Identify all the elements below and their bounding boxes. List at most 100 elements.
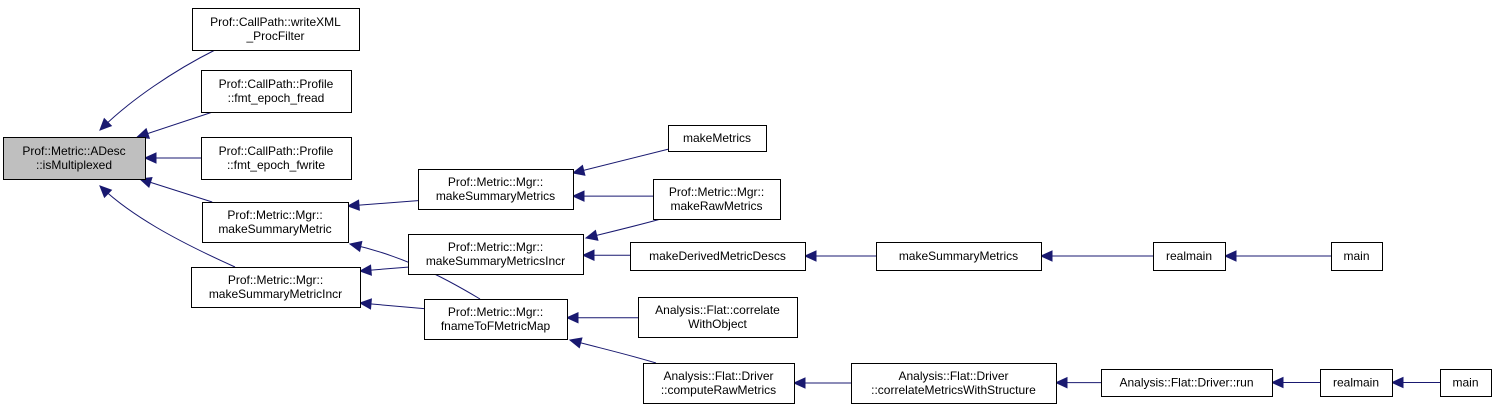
node-fnameMap[interactable]: Prof::Metric::Mgr::fnameToFMetricMap xyxy=(424,299,568,340)
node-label: makeDerivedMetricDescs xyxy=(649,249,786,263)
edge-fread-to-root xyxy=(136,111,213,139)
arrowhead-icon xyxy=(99,185,113,199)
node-box[interactable] xyxy=(630,242,806,271)
node-box[interactable] xyxy=(1331,242,1383,271)
edge-line xyxy=(569,339,657,364)
node-box[interactable] xyxy=(851,363,1057,404)
node-box[interactable] xyxy=(201,137,352,180)
node-box[interactable] xyxy=(1101,369,1273,397)
edge-line xyxy=(139,178,213,203)
node-box[interactable] xyxy=(1440,369,1492,397)
node-computeRaw[interactable]: Analysis::Flat::Driver::computeRawMetric… xyxy=(643,363,795,404)
node-makeDerived[interactable]: makeDerivedMetricDescs xyxy=(630,242,806,271)
node-root[interactable]: Prof::Metric::ADesc::isMultiplexed xyxy=(3,137,146,180)
node-fread[interactable]: Prof::CallPath::Profile::fmt_epoch_fread xyxy=(201,70,352,113)
arrowhead-icon xyxy=(571,164,586,176)
edge-line xyxy=(137,111,213,138)
edge-line xyxy=(347,200,419,207)
edge-computeRaw-to-fnameMap xyxy=(568,337,657,364)
edge-corrObj-to-fnameMap xyxy=(565,311,638,324)
node-box[interactable] xyxy=(201,70,352,113)
edge-realmain2-to-driverRun xyxy=(1270,376,1320,389)
node-label: ::fmt_epoch_fwrite xyxy=(227,158,325,172)
edge-makeRaw-to-mSumMetricsIncr xyxy=(584,216,669,241)
node-label: makeSummaryMetricIncr xyxy=(209,287,342,301)
node-box[interactable] xyxy=(408,234,584,275)
node-driverRun[interactable]: Analysis::Flat::Driver::run xyxy=(1101,369,1273,397)
node-box[interactable] xyxy=(424,299,568,340)
edge-makeDerived-to-mSumMetricsIncr xyxy=(581,249,630,261)
node-writeXML[interactable]: Prof::CallPath::writeXML_ProcFilter xyxy=(192,8,360,51)
node-box[interactable] xyxy=(876,242,1042,271)
node-label: Prof::Metric::Mgr:: xyxy=(448,305,543,319)
node-box[interactable] xyxy=(191,267,361,308)
arrowhead-icon xyxy=(136,127,151,139)
node-box[interactable] xyxy=(643,363,795,404)
node-label: Analysis::Flat::Driver xyxy=(898,369,1008,383)
edge-main2-to-realmain2 xyxy=(1390,376,1440,389)
node-label: makeSummaryMetricsIncr xyxy=(426,254,565,268)
node-corrStruct[interactable]: Analysis::Flat::Driver::correlateMetrics… xyxy=(851,363,1057,404)
node-label: main xyxy=(1452,376,1478,390)
arrowhead-icon xyxy=(1039,250,1053,262)
node-label: realmain xyxy=(1333,376,1379,390)
node-box[interactable] xyxy=(418,169,574,210)
node-label: makeSummaryMetrics xyxy=(436,189,555,203)
node-main2[interactable]: main xyxy=(1440,369,1492,397)
node-box[interactable] xyxy=(3,137,146,180)
node-box[interactable] xyxy=(202,202,349,243)
arrowhead-icon xyxy=(565,311,579,324)
node-label: Analysis::Flat::correlate xyxy=(655,303,780,317)
node-makeSumMetrics2[interactable]: makeSummaryMetrics xyxy=(876,242,1042,271)
edge-main1-to-realmain1 xyxy=(1223,250,1331,262)
node-label: Prof::CallPath::Profile xyxy=(219,144,334,158)
node-box[interactable] xyxy=(668,125,767,152)
node-label: makeSummaryMetrics xyxy=(899,249,1018,263)
edge-line xyxy=(572,148,669,174)
arrowhead-icon xyxy=(99,117,113,131)
arrowhead-icon xyxy=(581,249,595,261)
node-label: Prof::Metric::ADesc xyxy=(22,144,125,158)
node-box[interactable] xyxy=(192,8,360,51)
arrowhead-icon xyxy=(584,229,599,241)
node-makeRaw[interactable]: Prof::Metric::Mgr::makeRawMetrics xyxy=(653,179,781,220)
node-makeMetrics[interactable]: makeMetrics xyxy=(668,125,767,152)
node-label: realmain xyxy=(1166,249,1212,263)
edge-line xyxy=(585,216,669,239)
node-main1[interactable]: main xyxy=(1331,242,1383,271)
node-box[interactable] xyxy=(638,297,798,338)
node-label: Prof::Metric::Mgr:: xyxy=(669,185,764,199)
arrowhead-icon xyxy=(792,377,806,389)
arrowhead-icon xyxy=(571,190,585,202)
node-label: ::isMultiplexed xyxy=(36,158,112,172)
arrowhead-icon xyxy=(348,240,363,253)
node-mSumMetrics[interactable]: Prof::Metric::Mgr::makeSummaryMetrics xyxy=(418,169,574,210)
arrowhead-icon xyxy=(1223,250,1237,262)
edge-realmain1-to-makeSumMetrics2 xyxy=(1039,250,1153,262)
node-label: Prof::Metric::Mgr:: xyxy=(227,208,322,222)
node-label: makeMetrics xyxy=(683,131,751,145)
node-mSumMetric[interactable]: Prof::Metric::Mgr::makeSummaryMetric xyxy=(202,202,349,243)
node-label: makeSummaryMetric xyxy=(218,222,331,236)
arrowhead-icon xyxy=(346,199,360,211)
node-label: ::computeRawMetrics xyxy=(661,383,776,397)
edge-line xyxy=(99,49,216,131)
edge-mSumMetricsIncr-to-mSumMetricIncr xyxy=(358,264,409,276)
node-mSumMetricIncr[interactable]: Prof::Metric::Mgr::makeSummaryMetricIncr xyxy=(191,267,361,308)
node-mSumMetricsIncr[interactable]: Prof::Metric::Mgr::makeSummaryMetricsInc… xyxy=(408,234,584,275)
node-label: Prof::Metric::Mgr:: xyxy=(448,175,543,189)
node-box[interactable] xyxy=(1153,242,1226,271)
arrowhead-icon xyxy=(803,250,817,262)
node-label: Analysis::Flat::Driver xyxy=(663,369,773,383)
edge-makeMetrics-to-mSumMetrics xyxy=(571,148,669,176)
node-fwrite[interactable]: Prof::CallPath::Profile::fmt_epoch_fwrit… xyxy=(201,137,352,180)
node-box[interactable] xyxy=(653,179,781,220)
node-realmain1[interactable]: realmain xyxy=(1153,242,1226,271)
node-realmain2[interactable]: realmain xyxy=(1320,369,1393,397)
node-label: ::fmt_epoch_fread xyxy=(228,91,325,105)
node-box[interactable] xyxy=(1320,369,1393,397)
edge-makeSumMetrics2-to-makeDerived xyxy=(803,250,876,262)
edge-fnameMap-to-mSumMetricIncr xyxy=(358,298,425,310)
